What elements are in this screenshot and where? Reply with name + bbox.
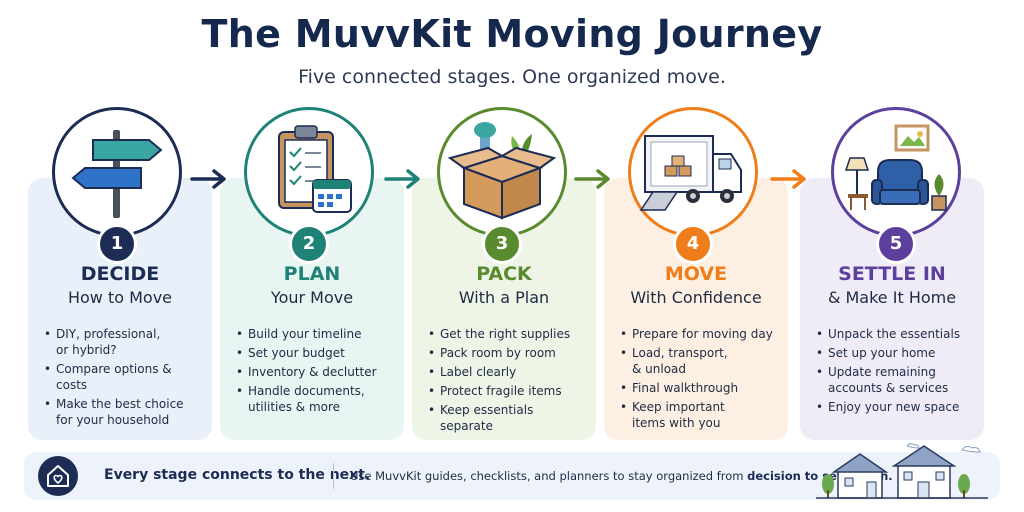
- arrow-right-icon: [384, 169, 420, 189]
- stage-bullet-list: Get the right suppliesPack room by roomL…: [428, 326, 590, 437]
- stage-illustration: [628, 107, 758, 237]
- list-item: Unpack the essentials: [816, 326, 978, 342]
- stage-illustration: [831, 107, 961, 237]
- page-title: The MuvvKit Moving Journey: [201, 12, 823, 56]
- stage-title: SETTLE IN: [838, 263, 946, 285]
- stage-illustration: [437, 107, 567, 237]
- list-item: DIY, professional,or hybrid?: [44, 326, 206, 358]
- stage-bullet-list: DIY, professional,or hybrid?Compare opti…: [44, 326, 206, 431]
- stage-title: DECIDE: [80, 263, 160, 285]
- list-item: Label clearly: [428, 364, 590, 380]
- armchair-living-room-icon: [844, 124, 947, 211]
- signpost-icon: [71, 130, 163, 218]
- moving-truck-icon: [639, 135, 742, 211]
- footer-divider: [333, 463, 334, 489]
- stage-title: PACK: [476, 263, 532, 285]
- stage-subtitle: How to Move: [67, 288, 173, 307]
- stage-subtitle: With a Plan: [458, 288, 550, 307]
- stage-bullet-list: Build your timelineSet your budgetInvent…: [236, 326, 398, 418]
- stage-title: PLAN: [283, 263, 341, 285]
- houses-illustration: [816, 443, 988, 499]
- list-item: Get the right supplies: [428, 326, 590, 342]
- page-subtitle: Five connected stages. One organized mov…: [298, 66, 726, 88]
- stage-bullet-list: Unpack the essentialsSet up your homeUpd…: [816, 326, 978, 418]
- list-item: Keep essentials separate: [428, 402, 590, 434]
- stage-number-badge: 3: [482, 224, 522, 264]
- moving-box-icon: [447, 122, 557, 220]
- list-item: Inventory & declutter: [236, 364, 398, 380]
- list-item: Protect fragile items: [428, 383, 590, 399]
- list-item: Compare options & costs: [44, 361, 206, 393]
- stage-number-badge: 4: [673, 224, 713, 264]
- stage-number-badge: 1: [97, 224, 137, 264]
- home-heart-icon: [38, 456, 78, 496]
- list-item: Final walkthrough: [620, 380, 782, 396]
- clipboard-calendar-icon: [278, 125, 352, 213]
- arrow-right-icon: [770, 169, 806, 189]
- arrow-right-icon: [190, 169, 226, 189]
- stage-subtitle: Your Move: [270, 288, 354, 307]
- arrow-right-icon: [574, 169, 610, 189]
- list-item: Pack room by room: [428, 345, 590, 361]
- list-item: Handle documents,utilities & more: [236, 383, 398, 415]
- stage-bullet-list: Prepare for moving dayLoad, transport,& …: [620, 326, 782, 434]
- list-item: Load, transport,& unload: [620, 345, 782, 377]
- stage-title: MOVE: [664, 263, 728, 285]
- footer-headline: Every stage connects to the next.: [104, 467, 371, 483]
- stage-number-badge: 2: [289, 224, 329, 264]
- list-item: Set your budget: [236, 345, 398, 361]
- list-item: Build your timeline: [236, 326, 398, 342]
- list-item: Enjoy your new space: [816, 399, 978, 415]
- stage-number-badge: 5: [876, 224, 916, 264]
- stage-illustration: [244, 107, 374, 237]
- stage-subtitle: With Confidence: [630, 288, 762, 307]
- stage-subtitle: & Make It Home: [827, 288, 957, 307]
- list-item: Set up your home: [816, 345, 978, 361]
- list-item: Prepare for moving day: [620, 326, 782, 342]
- stage-illustration: [52, 107, 182, 237]
